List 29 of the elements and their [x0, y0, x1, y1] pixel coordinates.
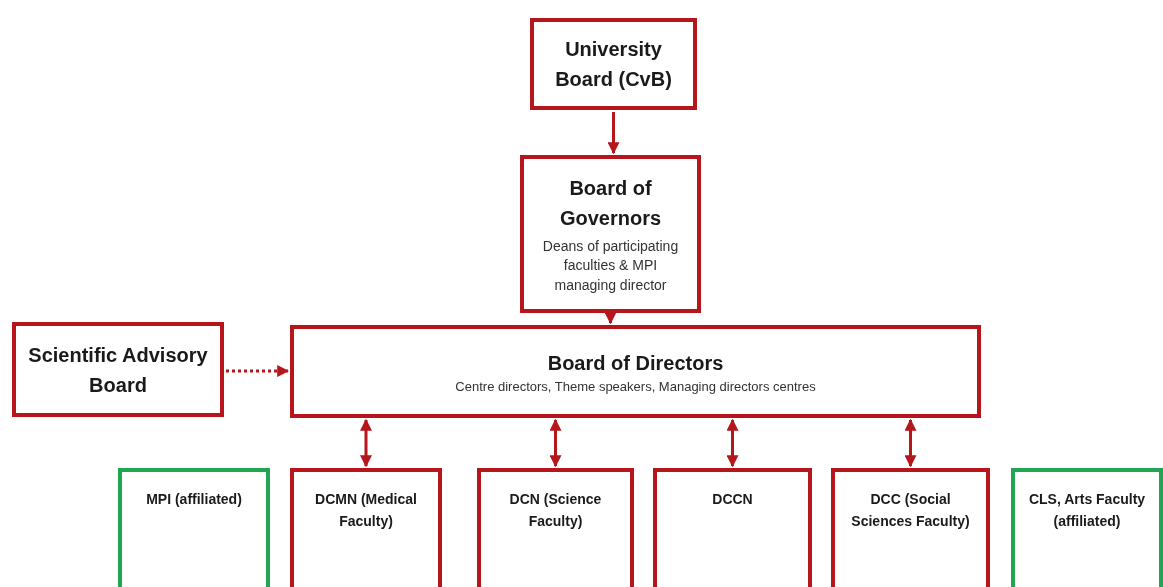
- box-subtitle: Deans of participating faculties & MPI managing director: [541, 237, 680, 295]
- arrow: [904, 418, 917, 468]
- org-box: [290, 325, 981, 418]
- org-box: [477, 468, 634, 587]
- box-title: DCMN (Medical Faculty): [314, 490, 418, 532]
- org-box: [12, 322, 224, 417]
- affiliate-box: [1011, 468, 1163, 587]
- box-title: DCCN: [712, 490, 753, 509]
- box-title: University Board (CvB): [554, 37, 673, 92]
- org-box: [831, 468, 990, 587]
- org-box: [290, 468, 442, 587]
- arrow: [549, 418, 562, 468]
- affiliate-box: [118, 468, 270, 587]
- box-title: DCC (Social Sciences Faculty): [850, 490, 971, 532]
- arrow: [726, 418, 739, 468]
- box-title: Scientific Advisory Board: [28, 342, 208, 398]
- box-subtitle: Centre directors, Theme speakers, Managing directors centres: [455, 377, 816, 396]
- box-title: Board of Governors: [558, 176, 663, 232]
- box-title: DCN (Science Faculty): [508, 490, 603, 532]
- arrow: [607, 112, 620, 155]
- org-box: [520, 155, 701, 313]
- arrow: [226, 365, 290, 377]
- box-title: CLS, Arts Faculty (affiliated): [1027, 490, 1147, 532]
- org-box: [530, 18, 697, 110]
- org-box: [653, 468, 812, 587]
- arrow: [604, 312, 617, 325]
- box-title: MPI (affiliated): [146, 490, 242, 509]
- arrow: [360, 418, 372, 468]
- box-title: Board of Directors: [547, 350, 724, 376]
